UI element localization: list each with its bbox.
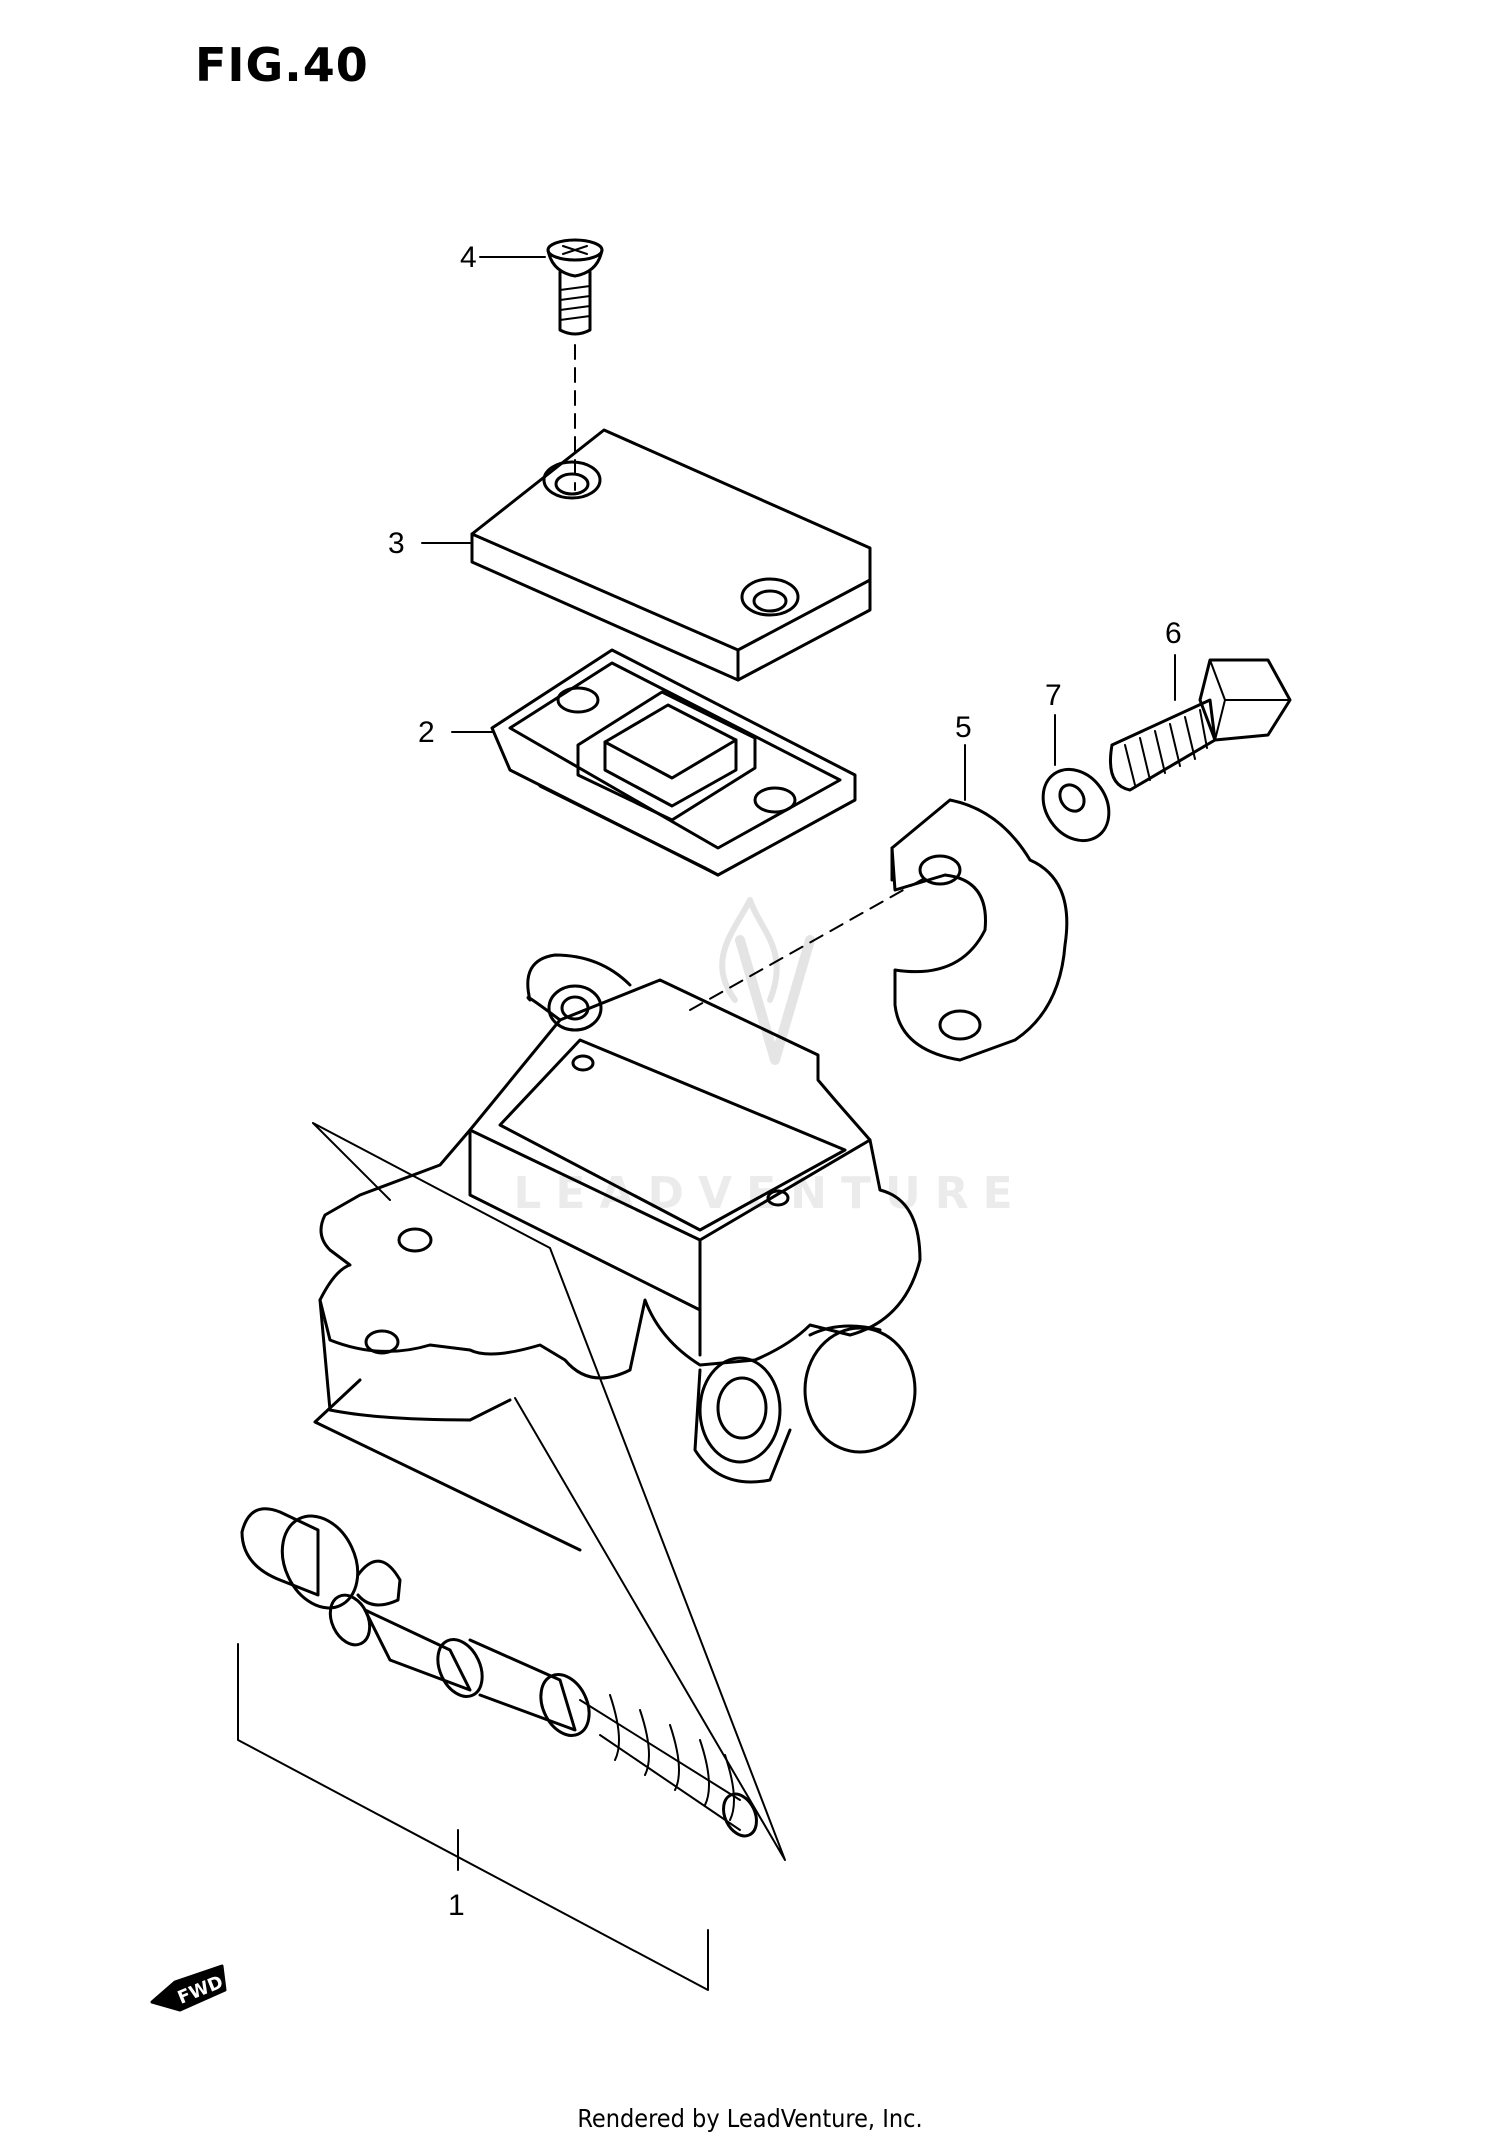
- part-5-axis-dashed: [689, 874, 931, 1011]
- figure-title: FIG.40: [195, 38, 369, 92]
- part-1-piston-kit: [240, 1378, 758, 1838]
- callout-1: 1: [448, 1889, 465, 1922]
- watermark-logo: [719, 897, 815, 1065]
- part-3-reservoir-cap: [470, 428, 872, 682]
- part-1-bracket: [237, 1643, 709, 1991]
- part-6-bolt: [1109, 658, 1292, 792]
- callout-2: 2: [418, 716, 435, 749]
- fwd-arrow-icon: FWD: [150, 1964, 227, 2012]
- callout-6: 6: [1165, 617, 1182, 650]
- part-7-washer: [1041, 767, 1111, 843]
- part-1-master-cylinder-body: [318, 953, 922, 1484]
- part-4-screw: [546, 238, 604, 336]
- callout-4: 4: [460, 241, 477, 274]
- callout-7: 7: [1045, 679, 1062, 712]
- part-2-diaphragm: [490, 648, 857, 877]
- footer-credit: Rendered by LeadVenture, Inc.: [577, 2104, 923, 2133]
- part-5-clamp: [890, 798, 1069, 1062]
- callout-3: 3: [388, 527, 405, 560]
- part-1-bracket-line: [312, 1122, 786, 1861]
- callout-5: 5: [955, 711, 972, 744]
